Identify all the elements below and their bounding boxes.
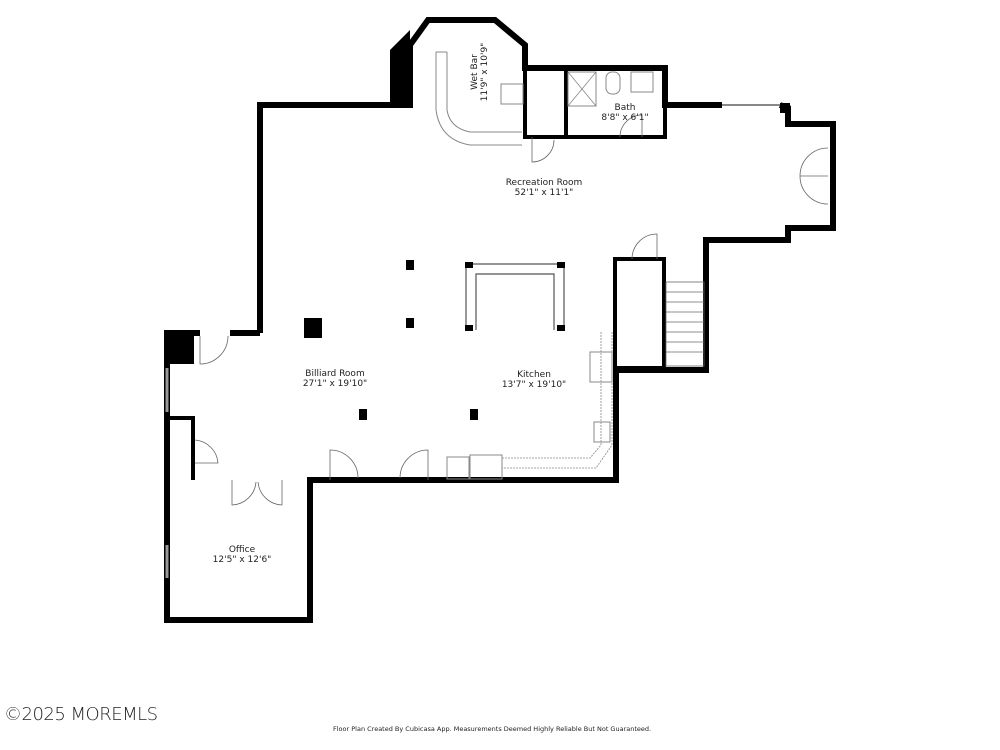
office-double-door[interactable] [231,480,283,506]
bath-door[interactable] [619,114,643,138]
fridge-icon [446,456,470,480]
credit-text: Floor Plan Created By Cubicasa App. Meas… [333,725,652,733]
entry-door[interactable] [199,335,229,365]
sink-icon [630,71,654,93]
pillar [780,103,790,113]
closet-door-left[interactable] [194,439,219,464]
closet-wall [167,416,195,480]
stairs [665,281,705,367]
toilet-icon [605,71,621,95]
stair-door[interactable] [631,233,658,260]
kitchen-counter [501,332,613,469]
corner-block [166,332,194,364]
bath-walls [523,68,667,139]
wet-bar-counter [435,51,522,146]
billiard-door-2[interactable] [399,449,429,480]
french-doors-right[interactable] [799,147,829,205]
wet-bar-wall-block [390,30,410,105]
stair-wall [613,257,666,370]
kitchen-island [465,263,565,330]
closet-door[interactable] [531,137,555,163]
columns [304,260,478,420]
shower [567,71,597,107]
stove-icon [589,351,613,383]
billiard-door-1[interactable] [329,449,359,480]
appliance-icon [469,454,503,480]
bar-sink [500,83,524,105]
exterior-walls [164,17,836,623]
kitchen-sink-icon [593,421,611,443]
watermark: ©2025 MOREMLS [4,704,158,725]
